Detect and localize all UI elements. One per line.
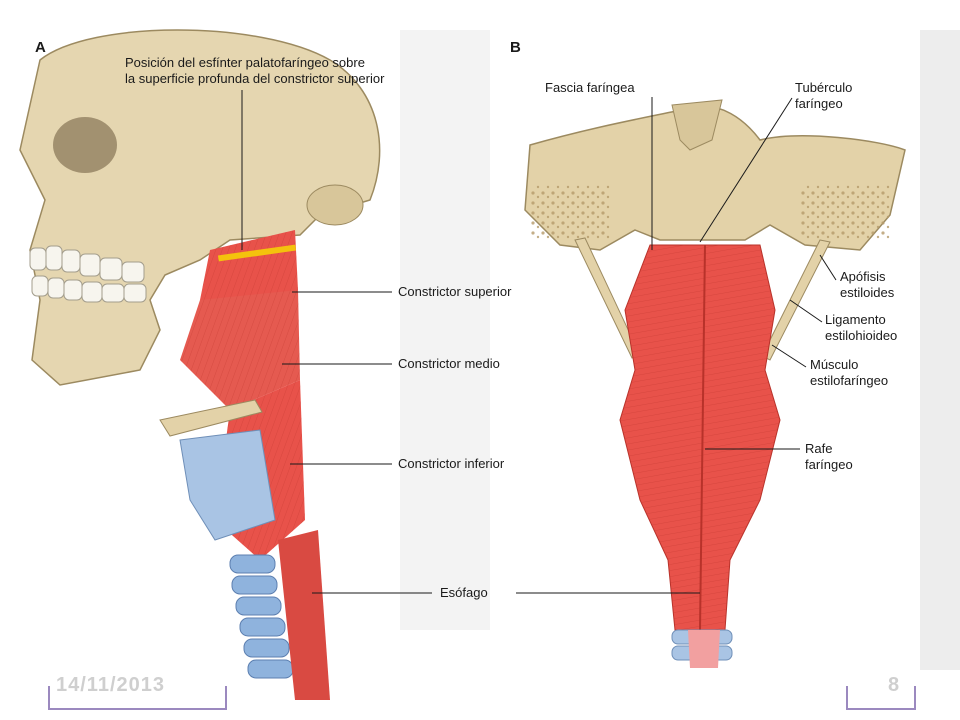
leader-ligament: [789, 299, 823, 323]
label-raphe-line1: Rafe: [805, 441, 832, 456]
sphincter-band: [217, 244, 297, 262]
label-inferior-constrictor: Constrictor inferior: [398, 456, 505, 471]
background-page-texture: [400, 30, 960, 670]
label-tubercle-line2: faríngeo: [795, 96, 843, 111]
label-superior-constrictor: Constrictor superior: [398, 284, 512, 299]
leader-styloid: [819, 254, 837, 281]
esophagus-a: [278, 530, 330, 700]
footer-date-box: 14/11/2013: [48, 674, 227, 710]
label-stylopharyngeus-line2: estilofaríngeo: [810, 373, 888, 388]
trachea-a: [229, 554, 294, 679]
label-esophagus: Esófago: [440, 585, 488, 600]
teeth: [29, 245, 147, 303]
footer-date: 14/11/2013: [56, 674, 165, 696]
label-styloid-line2: estiloides: [840, 285, 895, 300]
panel-a-letter: A: [35, 39, 46, 56]
esophagus-b: [688, 630, 720, 668]
thyroid-cartilage: [179, 429, 276, 541]
leader-stylopharyngeus: [771, 344, 807, 368]
panel-b-letter: B: [510, 39, 521, 56]
label-raphe-line2: faríngeo: [805, 457, 853, 472]
footer-page-number: 8: [888, 674, 901, 696]
label-ligament-line1: Ligamento: [825, 312, 886, 327]
label-sphincter-line1: Posición del esfínter palatofaríngeo sob…: [125, 55, 365, 70]
leader-tubercle: [699, 97, 793, 243]
label-styloid-line1: Apófisis: [840, 269, 886, 284]
styloid-right: [761, 239, 831, 361]
panel-a-illustration: [19, 29, 381, 700]
label-stylopharyngeus-line1: Músculo: [810, 357, 858, 372]
pharyngeal-raphe: [699, 244, 706, 631]
label-sphincter-line2: la superficie profunda del constrictor s…: [125, 71, 385, 86]
hyoid-bone: [159, 399, 263, 437]
label-ligament-line2: estilohioideo: [825, 328, 897, 343]
mastoid: [306, 184, 364, 226]
label-fascia: Fascia faríngea: [545, 80, 635, 95]
label-tubercle-line1: Tubérculo: [795, 80, 852, 95]
label-middle-constrictor: Constrictor medio: [398, 356, 500, 371]
orbit: [53, 117, 117, 173]
footer-page-box: 8: [846, 674, 916, 710]
panel-b-illustration: [524, 99, 906, 668]
pharyngeal-tubercle: [671, 99, 723, 151]
